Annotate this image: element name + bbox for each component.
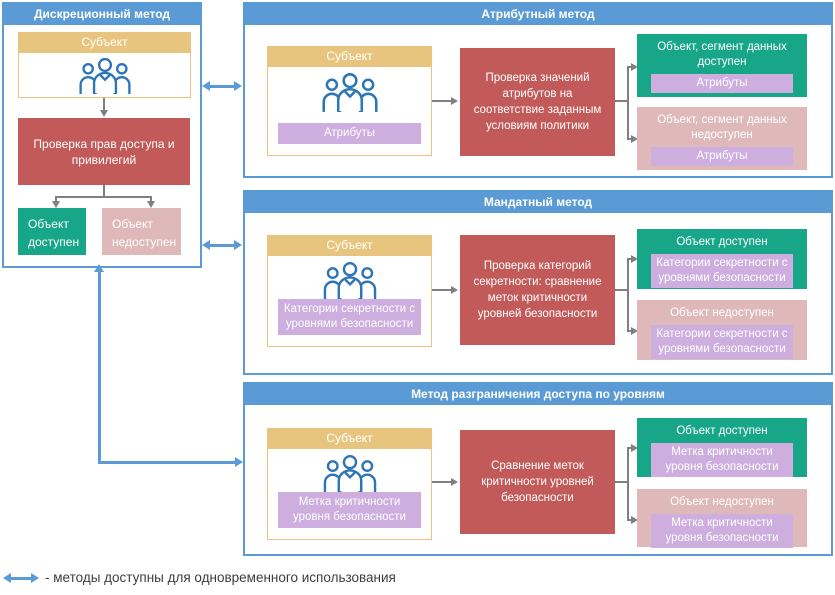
object-allowed-title: Объект доступен — [28, 217, 80, 249]
subject-body: Категории секретности с уровнями безопас… — [267, 256, 432, 347]
subject-title: Субъект — [18, 32, 191, 53]
connector-subject-to-process — [432, 289, 453, 291]
process-box: Проверка значений атрибутов на соответст… — [460, 48, 615, 156]
object-allowed-box: Объект доступен — [18, 208, 86, 255]
subject-criticality-label: Метка критичности уровня безопасности — [278, 492, 421, 528]
connector-to-allowed — [627, 447, 632, 449]
object-denied-title: Объект недоступен — [670, 307, 774, 319]
object-allowed-label: Категории секретности с уровнями безопас… — [651, 254, 793, 288]
connector-split — [627, 447, 629, 521]
process-box: Проверка прав доступа и привилегий — [18, 118, 190, 185]
connector-discretionary-levels-vertical — [98, 271, 101, 464]
subject-box: Субъект — [18, 32, 191, 98]
panel-title: Мандатный метод — [245, 192, 831, 213]
subject-box: Субъект Категории секретности с уровнями… — [267, 235, 432, 347]
connector-branch-stem — [103, 185, 105, 196]
connector-split — [627, 258, 629, 332]
subject-title: Субъект — [267, 235, 432, 256]
connector-branch-left — [55, 196, 57, 202]
connector-branch-right — [150, 196, 152, 202]
object-denied-label: Категории секретности с уровнями безопас… — [651, 325, 793, 359]
panel-levels-method: Метод разграничения доступа по уровням С… — [243, 382, 833, 556]
object-denied-title: Объект, сегмент данных недоступен — [657, 114, 787, 141]
panel-mandatory-method: Мандатный метод Субъект Категории секрет… — [243, 190, 833, 375]
connector-to-denied — [627, 519, 632, 521]
connector-subject-to-process — [432, 481, 453, 483]
object-allowed-label: Метка критичности уровня безопасности — [651, 443, 793, 477]
connector-to-allowed — [627, 258, 632, 260]
subject-title: Субъект — [267, 46, 432, 67]
object-allowed-box: Объект доступен Метка критичности уровня… — [637, 418, 807, 477]
panel-discretionary-method: Дискреционный метод Субъект — [2, 2, 202, 268]
arrowhead-down-icon — [100, 110, 108, 117]
people-icon — [323, 261, 376, 299]
arrowhead-left-icon — [202, 81, 210, 91]
connector-to-denied — [627, 138, 632, 140]
arrowhead-right-icon — [631, 255, 638, 263]
subject-categories-label: Категории секретности с уровнями безопас… — [278, 299, 421, 335]
subject-box: Субъект Атрибуты — [267, 46, 432, 156]
object-allowed-box: Объект доступен Категории секретности с … — [637, 229, 807, 289]
arrowhead-right-icon — [31, 573, 39, 583]
subject-attributes-label: Атрибуты — [278, 123, 421, 144]
object-allowed-title: Объект, сегмент данных доступен — [657, 41, 787, 68]
connector-to-allowed — [627, 66, 632, 68]
arrowhead-right-icon — [631, 516, 638, 524]
arrowhead-down-icon — [147, 201, 155, 208]
arrowhead-right-icon — [451, 478, 458, 486]
subject-title: Субъект — [267, 428, 432, 449]
connector-branch-bar — [55, 196, 151, 198]
legend-arrow-line — [9, 576, 33, 580]
arrowhead-right-icon — [235, 457, 243, 467]
subject-body: Атрибуты — [267, 67, 432, 156]
connector-process-out — [615, 481, 628, 483]
subject-body: Метка критичности уровня безопасности — [267, 449, 432, 540]
legend-label: - методы доступны для одновременного исп… — [45, 570, 396, 585]
connector-subject-to-process — [432, 100, 453, 102]
arrowhead-right-icon — [451, 97, 458, 105]
connector-process-out — [615, 100, 628, 102]
object-allowed-box: Объект, сегмент данных доступен Атрибуты — [637, 34, 807, 97]
object-denied-label: Метка критичности уровня безопасности — [651, 514, 793, 548]
process-box: Сравнение меток критичности уровней безо… — [460, 430, 615, 534]
arrowhead-down-icon — [52, 201, 60, 208]
arrowhead-left-icon — [3, 573, 11, 583]
object-denied-box: Объект недоступен Метка критичности уров… — [637, 489, 807, 548]
connector-to-denied — [627, 330, 632, 332]
connector-discretionary-levels-horizontal — [98, 461, 236, 464]
arrowhead-right-icon — [631, 135, 638, 143]
subject-body — [18, 53, 191, 98]
connector-discretionary-attribute — [209, 84, 236, 88]
panel-title: Атрибутный метод — [245, 4, 831, 25]
panel-title: Метод разграничения доступа по уровням — [245, 384, 831, 405]
connector-split — [627, 66, 629, 140]
object-denied-label: Атрибуты — [651, 147, 793, 166]
object-denied-title: Объект недоступен — [670, 496, 774, 508]
panel-attribute-method: Атрибутный метод Субъект Атрибуты — [243, 2, 833, 178]
connector-discretionary-mandatory — [209, 243, 236, 247]
object-denied-box: Объект недоступен Категории секретности … — [637, 300, 807, 360]
arrowhead-left-icon — [202, 240, 210, 250]
arrowhead-right-icon — [631, 327, 638, 335]
process-box: Проверка категорий секретности: сравнени… — [460, 235, 615, 345]
connector-process-out — [615, 289, 628, 291]
panel-title: Дискреционный метод — [4, 4, 200, 25]
arrowhead-right-icon — [451, 286, 458, 294]
arrowhead-right-icon — [631, 63, 638, 71]
arrowhead-right-icon — [234, 81, 242, 91]
object-allowed-title: Объект доступен — [676, 236, 768, 248]
object-denied-box: Объект, сегмент данных недоступен Атрибу… — [637, 107, 807, 170]
connector-subject-to-process — [103, 98, 105, 111]
arrowhead-up-icon — [94, 264, 104, 272]
arrowhead-right-icon — [631, 444, 638, 452]
subject-box: Субъект Метка критичности уровня безопас… — [267, 428, 432, 540]
people-icon — [321, 73, 378, 112]
object-denied-title: Объект недоступен — [112, 217, 177, 249]
people-icon — [78, 57, 131, 94]
object-allowed-label: Атрибуты — [651, 74, 793, 93]
arrowhead-right-icon — [234, 240, 242, 250]
people-icon — [323, 454, 376, 492]
object-denied-box: Объект недоступен — [102, 208, 181, 255]
object-allowed-title: Объект доступен — [676, 425, 768, 437]
